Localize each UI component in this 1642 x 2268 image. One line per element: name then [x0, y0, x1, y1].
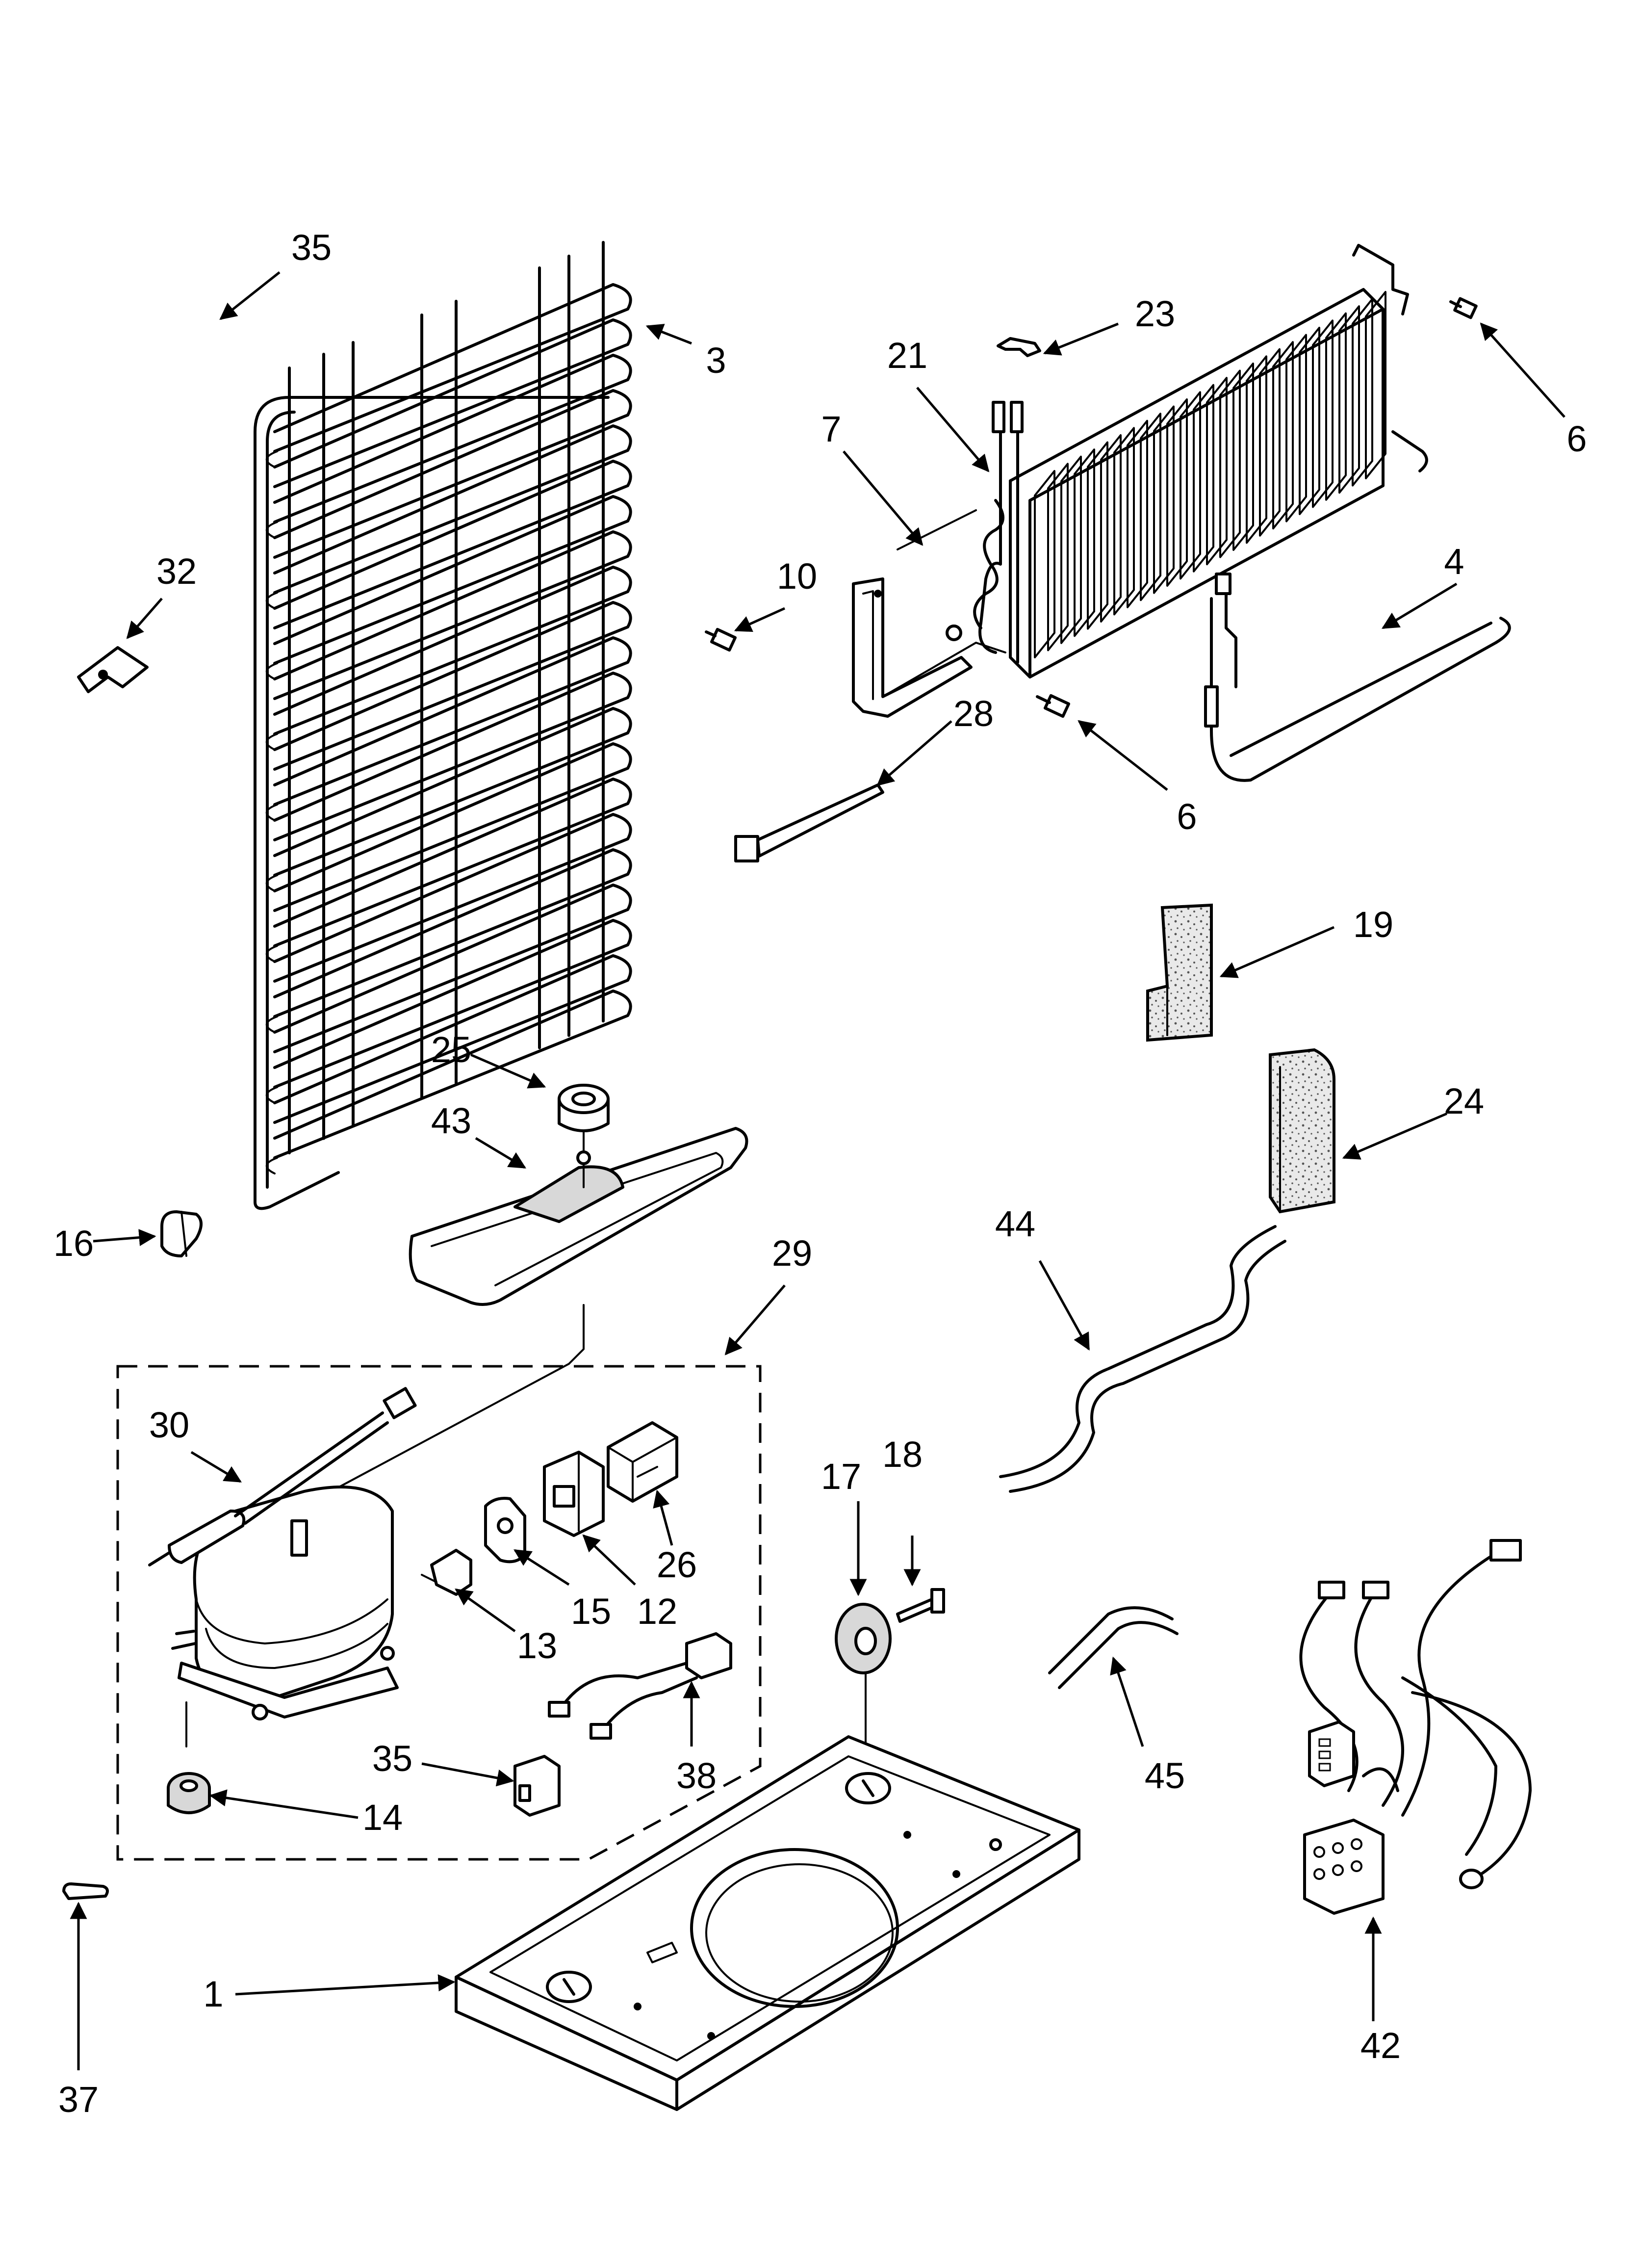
wire-harness-38	[548, 1632, 732, 1740]
compressor-grommet-14	[167, 1772, 211, 1814]
callout-10: 10	[777, 556, 817, 597]
callout-19: 19	[1353, 904, 1393, 945]
callout-13: 13	[517, 1625, 557, 1666]
mounting-bolt	[896, 1588, 945, 1623]
machine-compartment-base	[455, 1735, 1080, 2111]
callout-1: 1	[203, 1974, 223, 2014]
relay-cover	[484, 1497, 526, 1564]
callout-6-bottom: 6	[1177, 796, 1197, 837]
callout-labels: 35 3 32 10 7 21 23 6 4 28 6 19 24 25 43 …	[53, 227, 1587, 2120]
callout-26: 35	[291, 227, 332, 268]
callout-23: 24	[1444, 1081, 1484, 1121]
defrost-heater	[1204, 573, 1511, 782]
callout-3: 3	[706, 340, 726, 381]
drain-tube	[293, 1304, 585, 1512]
capacitor	[607, 1421, 678, 1503]
callout-25: 32	[156, 551, 197, 592]
callout-24: 25	[431, 1029, 471, 1070]
callout-37: 37	[58, 2079, 99, 2120]
screw-evaporator-bottom	[1036, 694, 1071, 718]
clip-37	[62, 1882, 109, 1900]
drier-filter	[148, 1387, 417, 1566]
tube-45	[1048, 1606, 1179, 1689]
callout-28: 29	[772, 1233, 812, 1274]
callout-35: 35	[372, 1738, 412, 1779]
drain-nut	[558, 1084, 610, 1132]
overload-protector	[421, 1549, 472, 1596]
callout-12: 12	[637, 1591, 677, 1632]
leader-lines	[70, 271, 1565, 2070]
drain-pan	[409, 1113, 748, 1306]
wire-harness-42	[1299, 1539, 1532, 1915]
start-relay	[543, 1451, 605, 1537]
callout-20: 21	[887, 335, 927, 376]
callout-21: 23	[1135, 293, 1175, 334]
callout-16: 16	[53, 1223, 94, 1264]
callout-15: 15	[571, 1591, 611, 1632]
clip-16	[160, 1210, 203, 1257]
callout-14: 14	[362, 1797, 403, 1838]
callout-7: 7	[821, 409, 841, 449]
compressor-system-boundary	[116, 1365, 762, 1861]
evaporator-drain-trough	[852, 509, 1006, 718]
callout-30: 28	[953, 693, 994, 734]
compressor	[171, 1486, 399, 1747]
callout-38: 38	[676, 1755, 717, 1796]
clip-25	[77, 646, 149, 693]
foam-block-19	[1146, 903, 1213, 1042]
callout-44: 44	[995, 1203, 1035, 1244]
terminal-block-35	[513, 1755, 561, 1817]
callout-45: 45	[1145, 1755, 1185, 1796]
compressor-grommet	[835, 1603, 892, 1674]
screw-condenser	[705, 627, 737, 652]
foam-block-23	[1269, 1048, 1335, 1214]
screw-evaporator-top	[1449, 297, 1478, 319]
callout-42: 42	[1360, 2025, 1401, 2066]
callout-29: 30	[149, 1405, 189, 1445]
callout-4: 4	[1444, 541, 1464, 582]
callout-6-top: 6	[1566, 418, 1587, 459]
drain-hose	[999, 1225, 1286, 1493]
callout-32: 26	[657, 1544, 697, 1585]
evaporator-assembly	[973, 244, 1428, 678]
cable-tie	[734, 783, 884, 862]
condenser-coil	[254, 241, 632, 1210]
callout-17: 17	[821, 1456, 861, 1497]
callout-18: 18	[882, 1434, 923, 1475]
callout-43: 43	[431, 1100, 471, 1141]
